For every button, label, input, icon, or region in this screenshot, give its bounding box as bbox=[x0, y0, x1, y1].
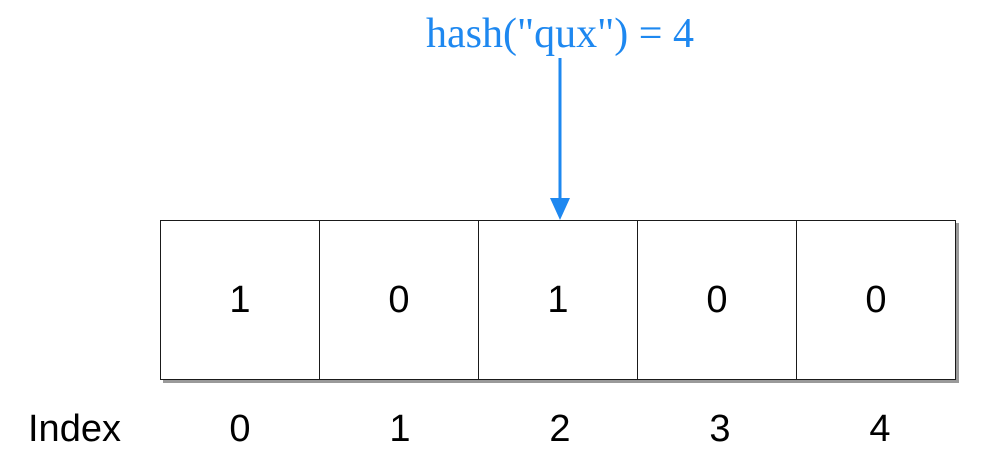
index-values: 0 1 2 3 4 bbox=[160, 404, 960, 454]
bit-cell-2: 1 bbox=[478, 220, 638, 380]
index-row: Index 0 1 2 3 4 bbox=[0, 404, 982, 454]
index-value-0: 0 bbox=[229, 408, 251, 450]
index-value-4: 4 bbox=[869, 408, 891, 450]
bit-cell-4: 0 bbox=[796, 220, 956, 380]
index-value-1: 1 bbox=[389, 408, 411, 450]
hash-expression-label: hash("qux") = 4 bbox=[426, 11, 694, 57]
index-value-3: 3 bbox=[709, 408, 731, 450]
bit-array: 1 0 1 0 0 bbox=[160, 220, 956, 380]
index-label: Index bbox=[28, 408, 121, 450]
index-value-2: 2 bbox=[549, 408, 571, 450]
bit-cell-1: 0 bbox=[319, 220, 479, 380]
bit-cell-0: 1 bbox=[160, 220, 320, 380]
bit-cell-3: 0 bbox=[637, 220, 797, 380]
pointer-arrow bbox=[550, 58, 570, 220]
